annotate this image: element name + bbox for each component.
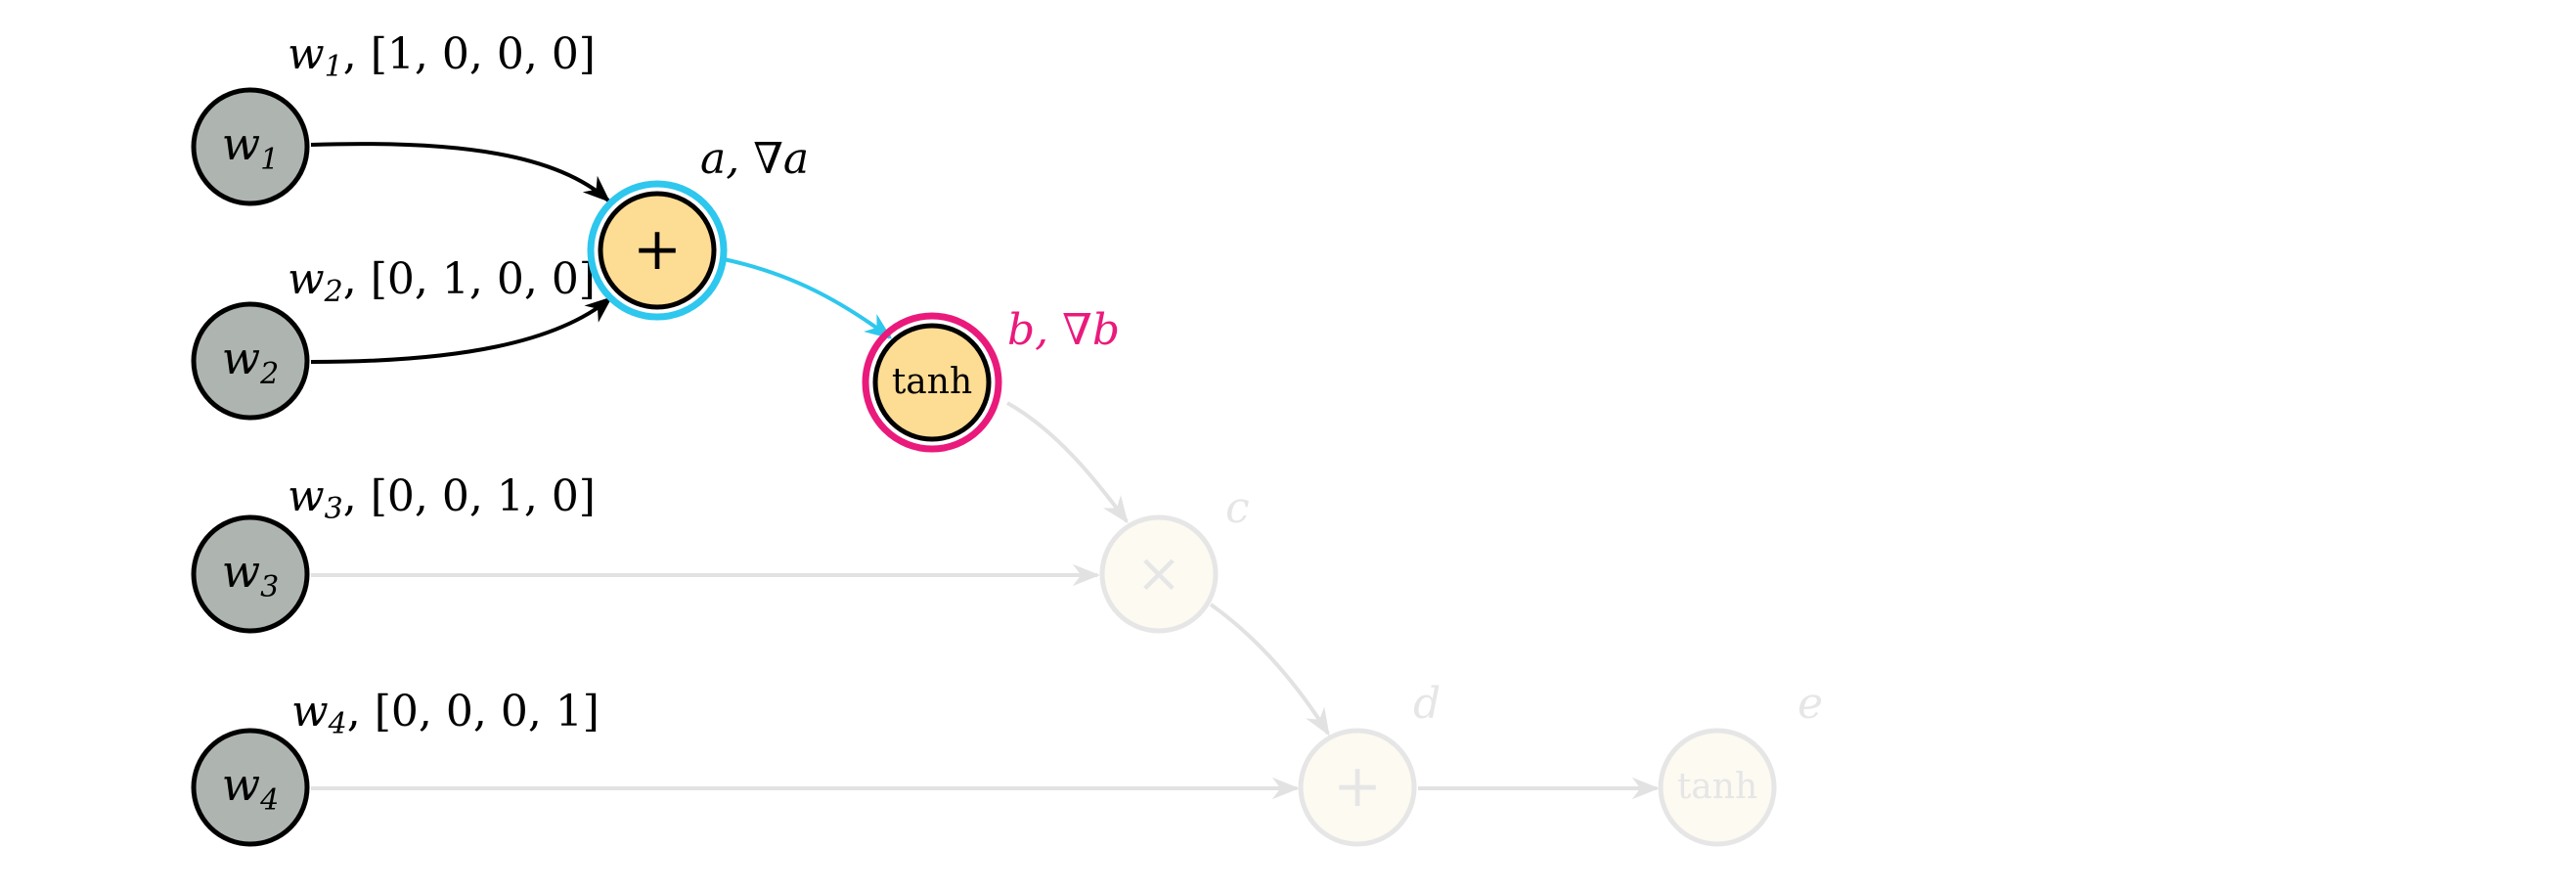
- edge-c-d: [1209, 602, 1330, 736]
- input-label-w3: w3, [0, 0, 1, 0]: [288, 471, 596, 526]
- op-label-e: e: [1798, 679, 1823, 729]
- edge-b-c: [1006, 401, 1129, 524]
- input-node-w4: w4: [191, 728, 310, 847]
- op-label-c: c: [1225, 483, 1250, 533]
- svg-text:w2: w2: [222, 332, 279, 391]
- edge-a-b: [723, 257, 893, 339]
- op-label-d: d: [1413, 679, 1441, 729]
- op-node-a: +: [587, 180, 728, 321]
- input-node-w3: w3: [191, 514, 310, 634]
- op-node-d: +: [1298, 728, 1417, 847]
- op-node-e: tanh: [1658, 728, 1777, 847]
- input-node-w2: w2: [191, 301, 310, 421]
- svg-text:+: +: [633, 215, 682, 284]
- svg-text:×: ×: [1136, 542, 1182, 605]
- input-label-w2: w2, [0, 1, 0, 0]: [288, 254, 596, 309]
- input-label-w1: w1, [1, 0, 0, 0]: [288, 29, 596, 84]
- svg-text:w3: w3: [222, 545, 279, 604]
- op-node-c: ×: [1099, 514, 1219, 634]
- svg-text:w1: w1: [222, 117, 279, 177]
- input-label-w4: w4, [0, 0, 0, 1]: [291, 687, 600, 741]
- edge-w1-a: [310, 142, 611, 202]
- svg-text:tanh: tanh: [1677, 767, 1757, 807]
- svg-text:tanh: tanh: [892, 362, 972, 402]
- op-node-b: tanh: [862, 312, 1002, 453]
- op-label-b: b, ∇b: [1007, 305, 1120, 355]
- svg-text:+: +: [1333, 752, 1382, 821]
- input-node-w1: w1: [191, 87, 310, 206]
- op-label-a: a, ∇a: [700, 134, 809, 184]
- edge-w2-a: [310, 296, 613, 364]
- svg-text:w4: w4: [222, 758, 279, 818]
